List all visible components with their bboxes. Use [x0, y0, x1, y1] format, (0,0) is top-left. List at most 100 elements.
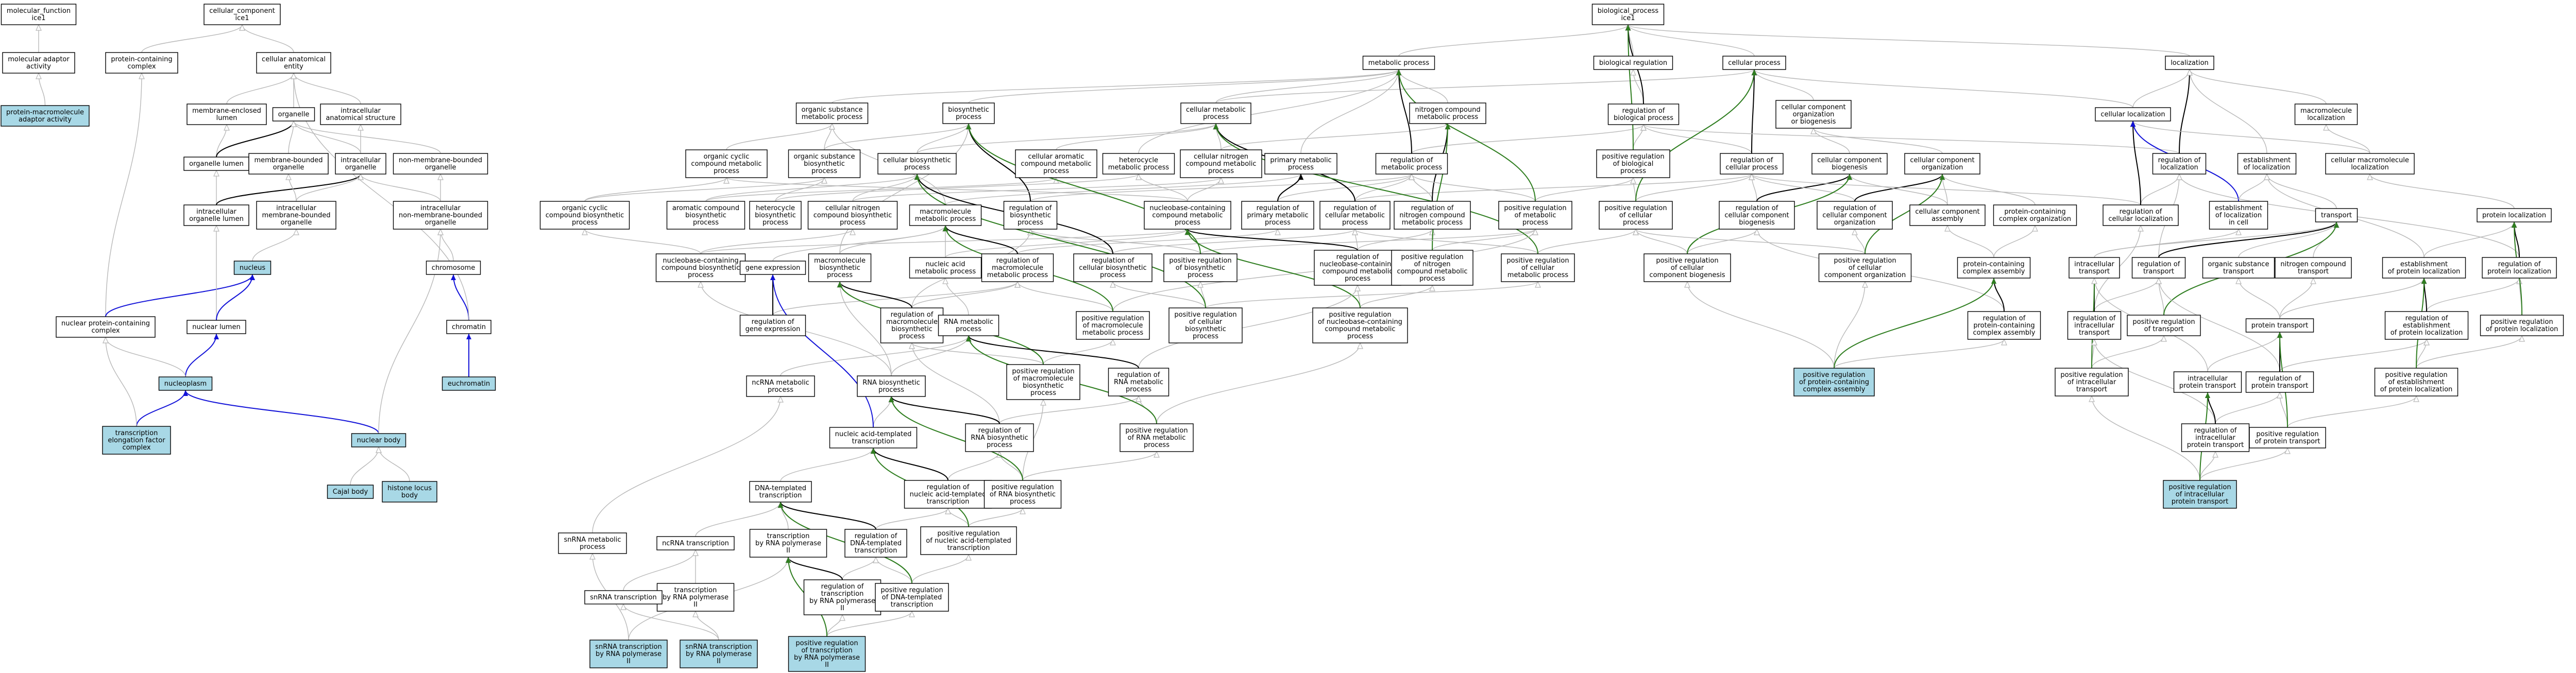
term-node-locz[interactable]: localization [2165, 56, 2214, 70]
term-node-org_lumen[interactable]: organelle lumen [183, 157, 249, 171]
term-node-cell_proc[interactable]: cellular process [1722, 56, 1786, 70]
term-node-snrna_tx[interactable]: snRNA transcription [584, 590, 663, 605]
term-node-nuc_body[interactable]: nuclear body [351, 433, 406, 447]
term-node-rmbp[interactable]: regulation ofmacromoleculebiosyntheticpr… [880, 307, 944, 343]
term-node-euchromatin[interactable]: euchromatin [442, 376, 496, 391]
term-node-ncrna_tx[interactable]: ncRNA transcription [656, 536, 735, 550]
term-node-transport[interactable]: transport [2315, 208, 2358, 222]
term-node-inmbo[interactable]: intracellularnon-membrane-boundedorganel… [393, 201, 488, 230]
term-node-cajal[interactable]: Cajal body [327, 485, 374, 499]
term-node-nuc_lumen[interactable]: nuclear lumen [187, 320, 246, 334]
term-node-gene_expr[interactable]: gene expression [739, 261, 806, 275]
term-node-bio_reg[interactable]: biological regulation [1593, 56, 1673, 70]
term-node-nucleoplasm[interactable]: nucleoplasm [158, 376, 213, 391]
term-node-cell_loc[interactable]: cellular localization [2095, 107, 2171, 122]
term-node-prot_loc[interactable]: protein localization [2477, 208, 2552, 222]
term-node-nucleus[interactable]: nucleus [233, 261, 272, 275]
term-node-rnccmp[interactable]: regulation ofnucleobase-containingcompou… [1314, 250, 1401, 286]
